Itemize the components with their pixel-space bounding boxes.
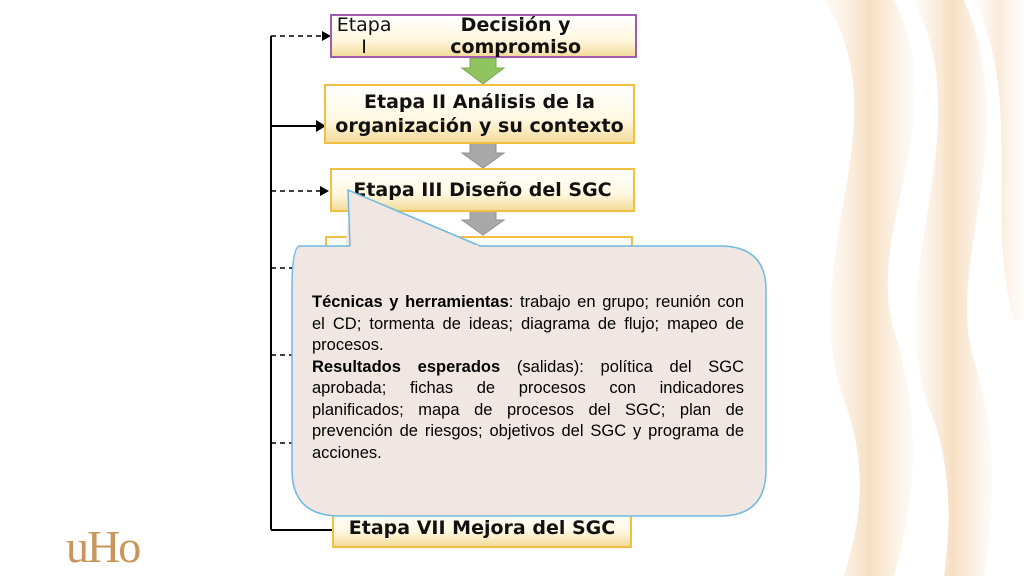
- stage-2-line1: Etapa II Análisis de la: [364, 91, 595, 113]
- stage-2-box: Etapa II Análisis de la organización y s…: [324, 84, 635, 144]
- decorative-waves: [824, 0, 1024, 576]
- stage-3-label: Etapa III Diseño del SGC: [353, 179, 612, 201]
- stage-7-label: Etapa VII Mejora del SGC: [348, 517, 616, 539]
- stage-3-box: Etapa III Diseño del SGC: [330, 168, 635, 212]
- uho-logo: uHo: [66, 521, 141, 572]
- tecnicas-label: Técnicas y herramientas: [312, 293, 509, 311]
- callout-text: Técnicas y herramientas: trabajo en grup…: [312, 292, 744, 464]
- stage-1-prefix: Etapa I: [336, 14, 392, 58]
- stage-1-title: Decisión y compromiso: [450, 14, 581, 58]
- stage-1-box: Etapa I Decisión y compromiso: [330, 14, 637, 58]
- tecnicas-text: : trabajo en grupo; reunión con el CD; t…: [312, 293, 744, 354]
- resultados-text: (salidas): política del SGC aprobada; fi…: [312, 357, 745, 462]
- down-arrow-icon: [460, 57, 506, 85]
- resultados-label: Resultados esperados: [312, 357, 501, 376]
- stage-2-line2: organización y su contexto: [335, 115, 624, 137]
- down-arrow-icon: [460, 142, 506, 169]
